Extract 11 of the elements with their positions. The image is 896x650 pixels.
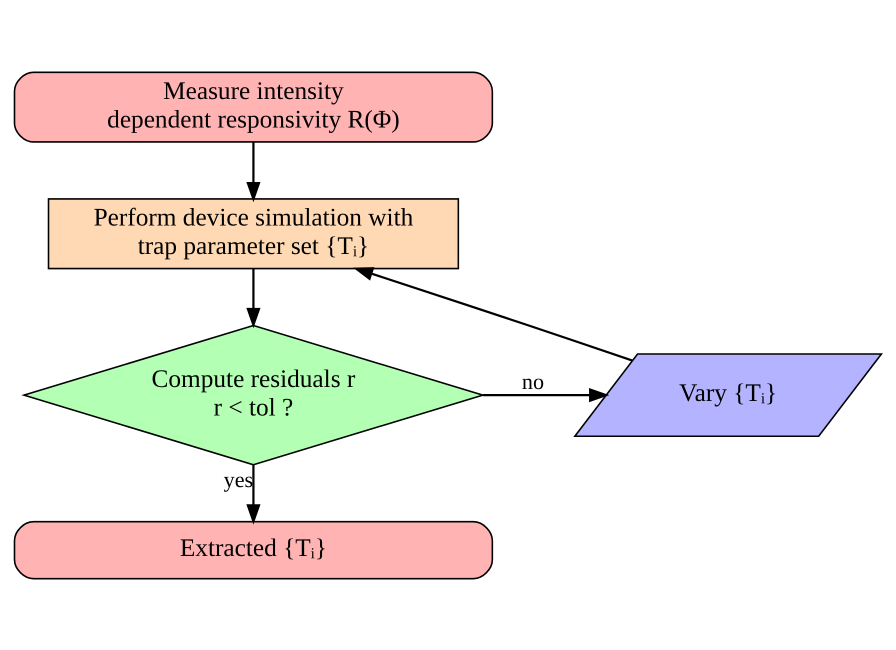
arrow xyxy=(246,268,261,328)
arrow xyxy=(352,266,633,362)
arrow xyxy=(482,388,610,402)
node-box: Perform device simulation with trap parameter set {Tᵢ} xyxy=(48,198,460,269)
arrow xyxy=(246,464,261,524)
node-box: Measure intensity dependent responsivity R(Φ) xyxy=(14,71,494,142)
edge-label: no xyxy=(522,368,544,394)
node-box: Extracted {Tᵢ} xyxy=(14,520,494,579)
node-diamond: Compute residuals r r < tol ? xyxy=(21,324,486,466)
arrow xyxy=(246,142,261,202)
edge-label: yes xyxy=(224,466,254,492)
